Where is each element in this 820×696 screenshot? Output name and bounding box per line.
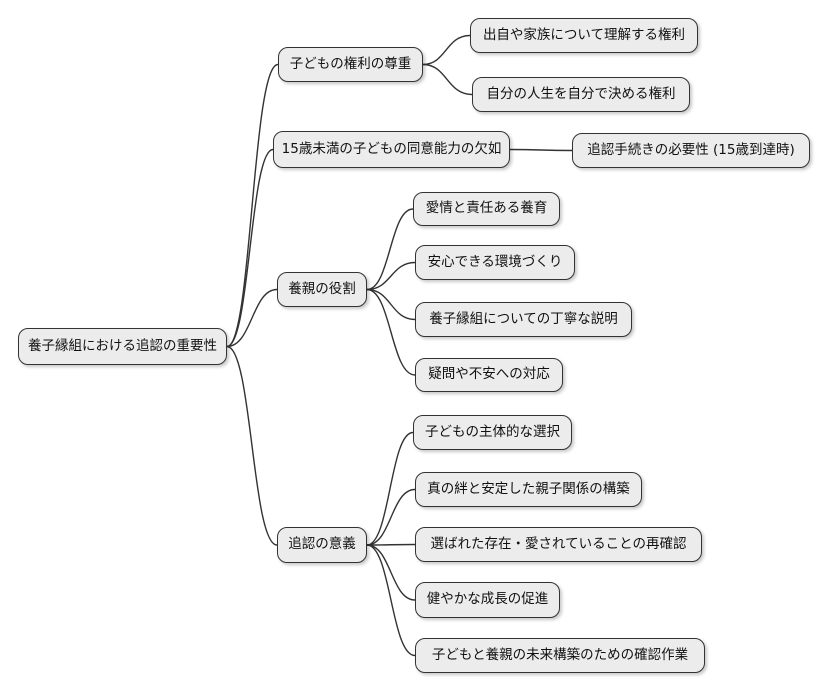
edge-branch1-leaf1 [422,34,471,66]
branch-node-adoptive-parent-role: 養親の役割 [277,272,367,307]
leaf-node-loving-responsible-care: 愛情と責任ある養育 [413,192,560,226]
leaf-node-responding-to-concerns: 疑問や不安への対応 [415,358,563,392]
edge-branch4-leaf2 [366,488,416,546]
edge-branch4-leaf3 [366,543,416,546]
edge-branch4-leaf4 [366,544,416,601]
edge-branch3-leaf4 [366,288,416,376]
edge-branch2-leaf1 [509,148,573,152]
leaf-node-reconfirm-being-chosen-loved: 選ばれた存在・愛されていることの再確認 [415,527,702,562]
root-node: 養子縁組における追認の重要性 [18,328,227,365]
edge-branch4-leaf1 [366,431,414,546]
leaf-node-healthy-growth: 健やかな成長の促進 [415,582,560,618]
edge-branch3-leaf3 [366,288,416,321]
leaf-node-safe-environment: 安心できる環境づくり [415,245,575,280]
edge-root-branch3 [226,288,278,348]
edge-root-branch1 [226,63,279,348]
leaf-node-ratification-procedure-necessity: 追認手続きの必要性 (15歳到達時) [572,133,810,168]
leaf-node-true-bond-stable-relationship: 真の絆と安定した親子関係の構築 [415,472,642,507]
leaf-node-right-to-know-origins: 出自や家族について理解する権利 [470,18,698,53]
leaf-node-child-autonomous-choice: 子どもの主体的な選択 [413,415,572,450]
leaf-node-right-to-decide-own-life: 自分の人生を自分で決める権利 [472,77,690,112]
leaf-node-careful-explanation: 養子縁組についての丁寧な説明 [415,302,632,337]
edge-branch3-leaf2 [366,261,416,291]
branch-node-child-rights: 子どもの権利の尊重 [278,47,423,82]
edge-branch1-leaf2 [422,63,473,96]
edge-root-branch2 [226,148,274,348]
edge-root-branch4 [226,345,278,546]
branch-node-under15-consent: 15歳未満の子どもの同意能力の欠如 [273,131,510,168]
branch-node-ratification-significance: 追認の意義 [277,527,367,563]
leaf-node-future-building-confirmation: 子どもと養親の未来構築のための確認作業 [415,638,705,673]
edge-branch4-leaf5 [366,544,416,657]
edge-branch3-leaf1 [366,208,414,291]
